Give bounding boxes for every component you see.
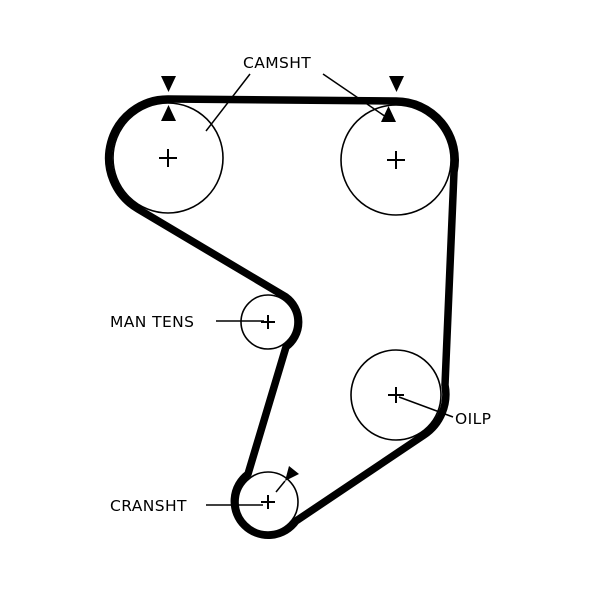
- camsht-leader-right: [322, 73, 390, 120]
- manual-tensioner-label: MAN TENS: [110, 313, 195, 331]
- crankshaft-arrowhead-icon: [285, 466, 299, 481]
- plus-mark-camshaft-right: [387, 151, 405, 169]
- camshaft-right-down-triangle-icon: [389, 76, 404, 92]
- timing-mark-triangles: [161, 76, 404, 481]
- crankshaft-arrow-line: [275, 480, 286, 493]
- crankshaft-label: CRANSHT: [110, 497, 187, 515]
- oilp-leader: [398, 396, 454, 418]
- camshaft-left-up-triangle-icon: [161, 105, 176, 121]
- label-leader-lines: [205, 73, 454, 506]
- camshaft-label: CAMSHT: [243, 54, 312, 72]
- plus-mark-tensioner: [261, 315, 275, 329]
- plus-mark-camshaft-left: [159, 149, 177, 167]
- camsht-leader-left: [205, 73, 251, 132]
- oil-pump-label: OILP: [455, 410, 492, 428]
- pulley-center-marks: [159, 149, 405, 509]
- camshaft-left-down-triangle-icon: [161, 76, 176, 92]
- camshaft-right-up-triangle-icon: [381, 106, 396, 122]
- plus-mark-crankshaft: [261, 495, 275, 509]
- plus-mark-oil-pump: [388, 387, 404, 403]
